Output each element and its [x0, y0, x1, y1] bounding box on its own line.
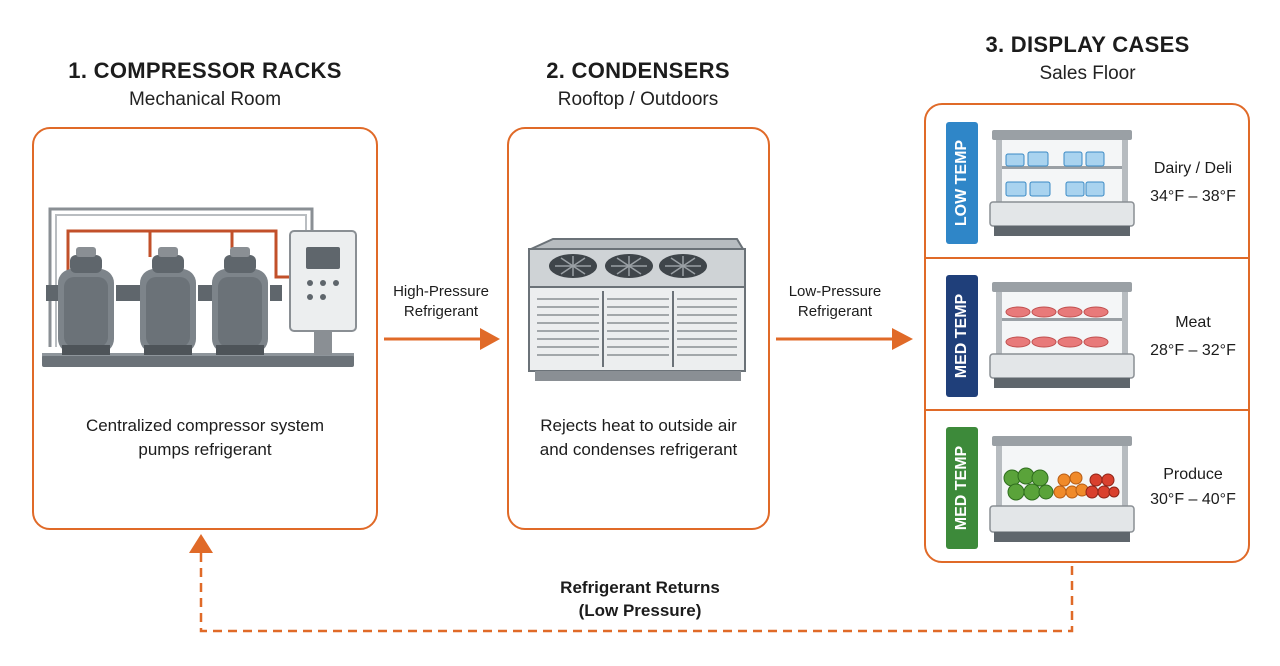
- stage-1-title: 1. COMPRESSOR RACKS: [68, 58, 342, 83]
- stage-2-title: 2. CONDENSERS: [546, 58, 730, 83]
- return-label-line1: Refrigerant Returns: [560, 578, 720, 597]
- stage-1-subtitle: Mechanical Room: [128, 89, 282, 110]
- condenser-caption-line2: and condenses refrigerant: [539, 440, 738, 459]
- stage-3-subtitle: Sales Floor: [1039, 63, 1136, 84]
- return-label: Refrigerant Returns (Low Pressure): [490, 576, 790, 622]
- med-temp-tag-meat: MED TEMP: [946, 275, 978, 397]
- low-pressure-label: Low-Pressure Refrigerant: [772, 282, 898, 322]
- low-temp-tag: LOW TEMP: [946, 122, 978, 244]
- produce-case-illustration: [989, 436, 1135, 542]
- high-pressure-label: High-Pressure Refrigerant: [380, 282, 502, 322]
- case-divider-2: [926, 409, 1248, 411]
- med-temp-tag-produce: MED TEMP: [946, 427, 978, 549]
- condenser-illustration: [528, 238, 746, 381]
- low-pressure-arrow: [776, 328, 913, 350]
- compressor-caption: Centralized compressor system pumps refr…: [32, 414, 378, 462]
- meat-name: Meat: [1175, 314, 1211, 331]
- condenser-caption: Rejects heat to outside air and condense…: [507, 414, 770, 462]
- compressor-caption-line1: Centralized compressor system: [85, 416, 325, 435]
- dairy-case-illustration: [989, 130, 1135, 236]
- return-label-line2: (Low Pressure): [578, 601, 702, 620]
- case-divider-1: [926, 257, 1248, 259]
- low-pressure-label-line2: Refrigerant: [797, 303, 873, 320]
- condenser-caption-line1: Rejects heat to outside air: [540, 416, 737, 435]
- meat-temp: 28°F – 32°F: [1150, 342, 1236, 359]
- low-pressure-label-line1: Low-Pressure: [788, 283, 882, 300]
- dairy-deli-name: Dairy / Deli: [1153, 160, 1233, 177]
- high-pressure-label-line2: Refrigerant: [403, 303, 479, 320]
- produce-name: Produce: [1163, 466, 1223, 483]
- high-pressure-arrow: [384, 328, 500, 350]
- meat-case-illustration: [989, 282, 1135, 388]
- produce-temp: 30°F – 40°F: [1150, 491, 1236, 508]
- high-pressure-label-line1: High-Pressure: [393, 283, 489, 300]
- dairy-deli-temp: 34°F – 38°F: [1150, 188, 1236, 205]
- stage-3-title: 3. DISPLAY CASES: [985, 32, 1190, 57]
- stage-2-subtitle: Rooftop / Outdoors: [557, 89, 719, 110]
- compressor-rack-illustration: [42, 207, 357, 367]
- compressor-caption-line2: pumps refrigerant: [138, 440, 272, 459]
